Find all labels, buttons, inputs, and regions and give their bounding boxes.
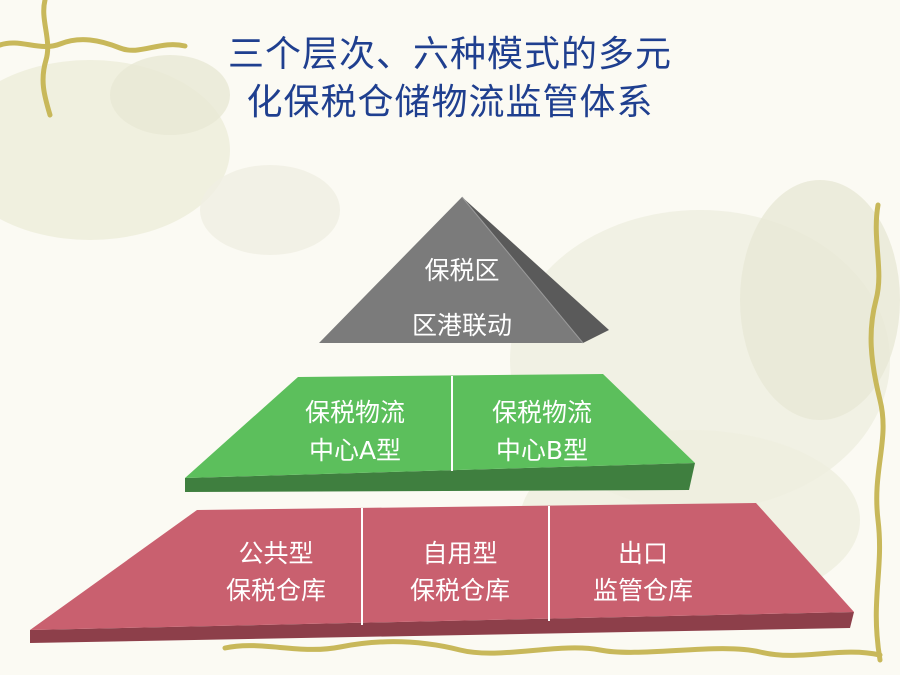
bottom-cell-1-line-2: 保税仓库: [225, 576, 326, 605]
top-tier-edge: [461, 196, 584, 344]
bottom-cell-3-line-1: 出口: [617, 539, 668, 568]
top-tier-label-1: 保税区: [424, 256, 500, 285]
vine-decoration: [0, 37, 188, 53]
middle-cell-a-line-1: 保税物流: [304, 398, 405, 427]
top-tier-label-2: 区港联动: [411, 311, 512, 340]
bottom-cell-2-line-1: 自用型: [422, 539, 498, 568]
flower-blob: [740, 180, 900, 420]
middle-cell-b-line-1: 保税物流: [491, 398, 592, 427]
top-tier-shape: [319, 197, 583, 343]
vine-decoration: [222, 639, 883, 658]
flower-blob: [110, 55, 230, 135]
middle-cell-a-line-2: 中心A型: [308, 436, 402, 465]
top-tier-shadow: [462, 197, 609, 343]
bottom-cell-2-line-2: 保税仓库: [409, 576, 510, 605]
bottom-cell-3-line-2: 监管仓库: [592, 576, 693, 605]
bottom-cell-1-line-1: 公共型: [238, 539, 314, 568]
slide-title-line-1: 三个层次、六种模式的多元: [227, 34, 672, 75]
vine-decoration: [868, 202, 886, 663]
bottom-tier-shape: [30, 503, 854, 630]
slide-title-line-2: 化保税仓储物流监管体系: [246, 82, 654, 123]
middle-cell-b-line-2: 中心B型: [495, 436, 589, 465]
bottom-tier-base: [30, 612, 854, 643]
vine-decoration: [40, 0, 53, 118]
flower-blob: [200, 165, 340, 255]
middle-tier-shape: [185, 374, 695, 478]
middle-tier-base: [185, 463, 695, 492]
